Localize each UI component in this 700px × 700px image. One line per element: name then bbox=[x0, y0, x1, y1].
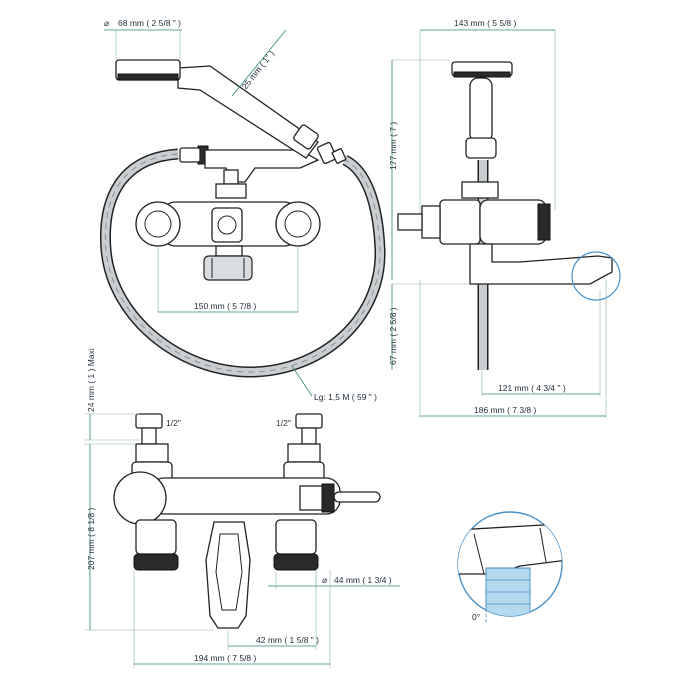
svg-text:⌀: ⌀ bbox=[104, 18, 110, 28]
side-handle bbox=[469, 77, 493, 143]
side-body bbox=[479, 199, 547, 245]
side-holder-nut bbox=[461, 181, 499, 199]
side-valve-cap bbox=[537, 203, 551, 241]
detail-view: 0° bbox=[457, 511, 563, 624]
diverter-knob-cap bbox=[217, 215, 237, 235]
shower-handle-collar bbox=[293, 124, 319, 150]
dim-24-label: 24 mm ( 1 ) Maxi bbox=[86, 348, 96, 412]
hose-inner bbox=[101, 150, 385, 377]
bottom-valve-left bbox=[135, 519, 177, 555]
dim-42-label: 42 mm ( 1 5/8 " ) bbox=[256, 635, 319, 645]
bottom-valve-left-cap bbox=[133, 553, 179, 571]
hose-connector-right bbox=[316, 141, 338, 165]
hose-connector-left bbox=[179, 147, 201, 163]
bottom-valve-right-cap bbox=[273, 553, 319, 571]
shower-handle bbox=[177, 65, 319, 159]
holder-stem bbox=[223, 169, 239, 185]
svg-text:⌀: ⌀ bbox=[322, 575, 328, 585]
outlet-neck bbox=[215, 245, 243, 257]
valve-left bbox=[135, 201, 181, 247]
side-handle-collar bbox=[465, 137, 497, 159]
hose-nut-right bbox=[331, 148, 347, 164]
dim-177-label: 177 mm ( 7 ) bbox=[388, 122, 398, 170]
detail-angle-label: 0° bbox=[472, 612, 480, 622]
dim-44-label: 44 mm ( 1 3/4 ) bbox=[334, 575, 392, 585]
dim-150-label: 150 mm ( 5 7/8 ) bbox=[194, 301, 257, 311]
holder-nut bbox=[215, 183, 247, 199]
side-spout bbox=[469, 243, 613, 285]
detail-callout-ring bbox=[571, 251, 621, 301]
side-inlet bbox=[421, 205, 441, 239]
detail-water-stream bbox=[485, 567, 531, 616]
inlet-left-cap bbox=[135, 413, 163, 429]
dim-25-label: 25 mm ( 1" ) bbox=[240, 48, 277, 91]
inlet-right-thread bbox=[301, 427, 317, 445]
bottom-valve-right bbox=[275, 519, 317, 555]
shower-head-spray bbox=[117, 73, 179, 81]
side-body-left bbox=[439, 199, 481, 245]
dim-207-label: 207 mm ( 8 1/8 ) bbox=[86, 507, 96, 570]
front-view: 68 mm ( 2 5/8 " ) ⌀ 25 mm ( 1" ) 150 mm … bbox=[99, 18, 386, 402]
side-view: 143 mm ( 5 5/8 ) 177 mm ( 7 ) 67 mm ( 2 … bbox=[388, 18, 621, 418]
inlet-right-nut bbox=[287, 443, 321, 463]
valve-right-inner bbox=[284, 210, 312, 238]
dim-68-label: 68 mm ( 2 5/8 " ) bbox=[118, 18, 181, 28]
dim-121-label: 121 mm ( 4 3/4 " ) bbox=[498, 383, 566, 393]
bottom-valve-left-knob bbox=[113, 471, 167, 525]
dim-143-label: 143 mm ( 5 5/8 ) bbox=[454, 18, 517, 28]
dim-194-label: 194 mm ( 7 5/8 ) bbox=[194, 653, 257, 663]
inlet-right-cap bbox=[295, 413, 323, 429]
valve-left-inner bbox=[144, 210, 172, 238]
bottom-view: 1/2" 1/2" 24 mm ( 1 ) Maxi 207 mm ( 8 1/… bbox=[84, 348, 400, 668]
hose-length-label: Lg: 1,5 M ( 59 " ) bbox=[314, 392, 377, 402]
valve-right bbox=[275, 201, 321, 247]
thread-right-label: 1/2" bbox=[276, 418, 291, 428]
diverter-knob bbox=[211, 207, 243, 243]
side-inlet-thread bbox=[397, 213, 423, 231]
bottom-shower-outlet bbox=[333, 491, 381, 503]
thread-left-label: 1/2" bbox=[166, 418, 181, 428]
inlet-left-thread bbox=[141, 427, 157, 445]
outlet-aerator bbox=[203, 255, 253, 281]
inlet-left-nut bbox=[135, 443, 169, 463]
bottom-spout bbox=[205, 521, 251, 629]
dim-67-label: 67 mm ( 2 5/8 ) bbox=[388, 307, 398, 365]
dim-186-label: 186 mm ( 7 3/8 ) bbox=[474, 405, 537, 415]
